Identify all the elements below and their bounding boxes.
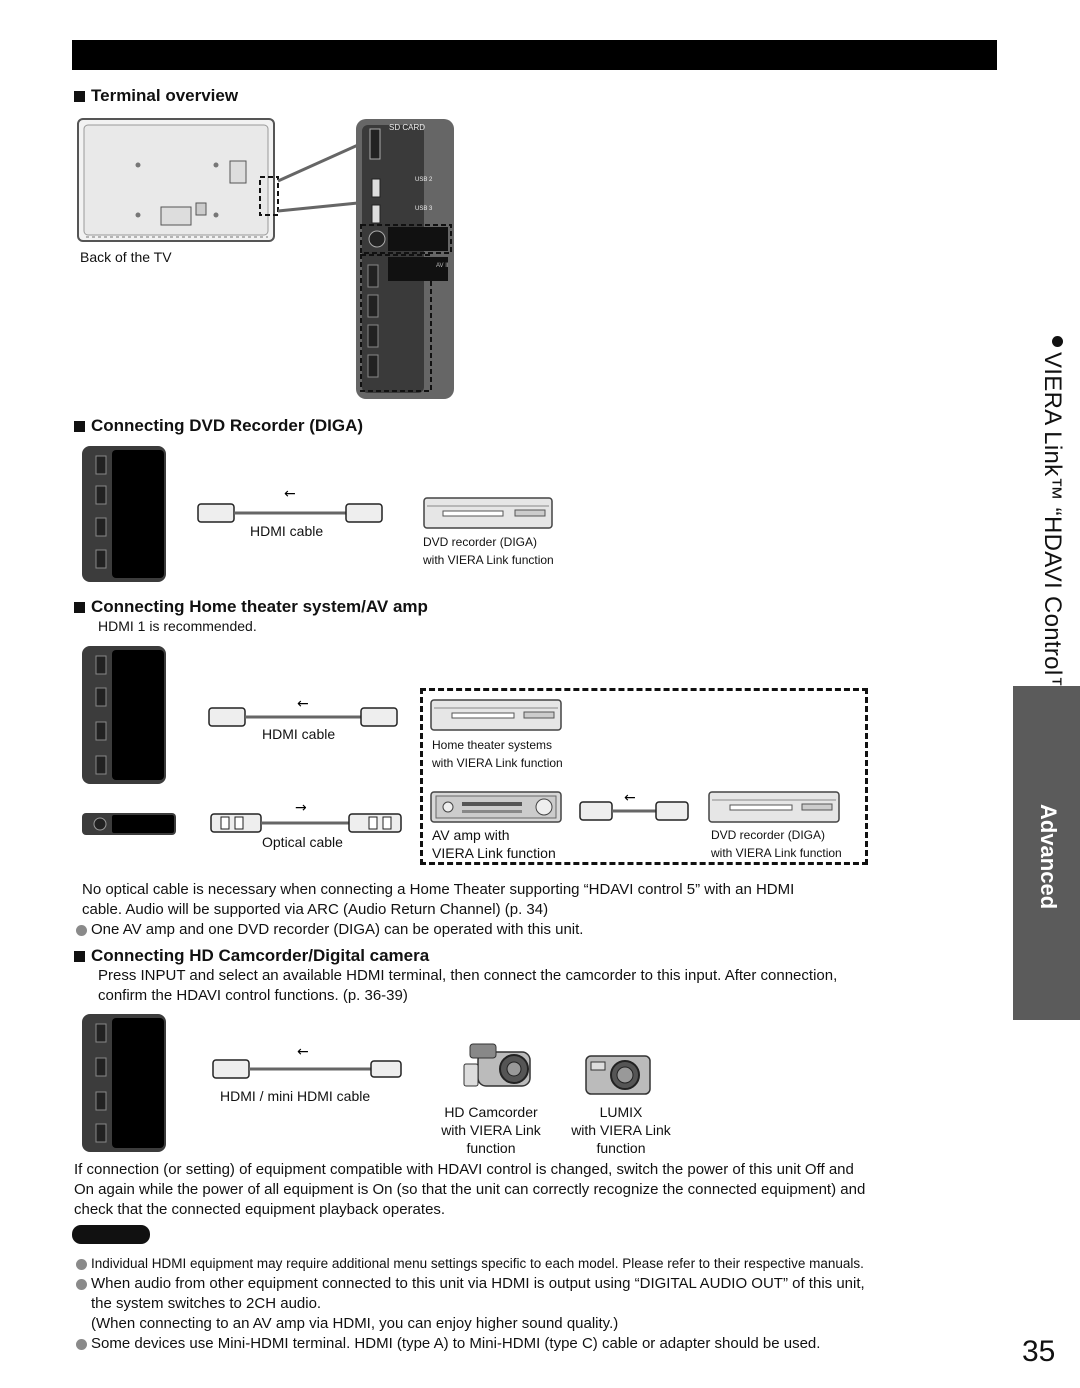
optical-cable: → [210,800,402,833]
section-title: Connecting HD Camcorder/Digital camera [91,946,430,965]
bullet-icon [76,1279,87,1290]
square-bullet-icon [74,601,85,613]
svg-text:→: → [295,800,307,816]
av-amp-limit-note: One AV amp and one DVD recorder (DIGA) c… [76,920,583,940]
note-item: Some devices use Mini-HDMI terminal. HDM… [76,1334,1001,1354]
hdmi-cable-home: ← [208,696,398,727]
caption-line: HD Camcorder [444,1104,538,1120]
optical-panel [82,813,176,835]
caption-line: function [466,1140,516,1156]
square-bullet-icon [74,90,85,102]
note-label-pill [72,1225,150,1244]
camcorder-icon [463,1043,531,1087]
usb2-label: USB 2 [415,177,433,183]
square-bullet-icon [74,420,85,432]
svg-text:←: ← [297,696,309,712]
caption-line: with VIERA Link [441,1122,541,1138]
desc-line: Press INPUT and select an available HDMI… [98,967,838,984]
optical-cable-label: Optical cable [262,834,343,850]
section-heading-dvd-recorder: Connecting DVD Recorder (DIGA) [74,416,363,436]
reconnect-paragraph: If connection (or setting) of equipment … [74,1160,1004,1220]
desc-line: confirm the HDAVI control functions. (p.… [98,987,408,1004]
sidebar-bullet-icon [1052,336,1063,347]
caption-line: DVD recorder (DIGA) [711,828,826,842]
hdmi-mini-cable-label: HDMI / mini HDMI cable [220,1088,371,1104]
dvd-recorder-caption: DVD recorder (DIGA) with VIERA Link func… [423,533,554,569]
section-title: Connecting DVD Recorder (DIGA) [91,416,364,435]
note-item: When audio from other equipment connecte… [76,1274,1001,1334]
page-number: 35 [1022,1335,1056,1368]
advanced-tab-label: Advanced [1036,804,1061,910]
home-theater-group-box [420,688,868,865]
paragraph-line: check that the connected equipment playb… [74,1201,446,1218]
av2-label: AV II [436,263,449,269]
optical-note: No optical cable is necessary when conne… [82,880,1002,920]
caption-line: Home theater systems [432,738,553,752]
section-heading-camcorder: Connecting HD Camcorder/Digital camera [74,946,429,966]
av-amp-caption: AV amp with VIERA Link function [432,826,556,862]
section-title: Connecting Home theater system/AV amp [91,597,428,616]
section-heading-home-theater: Connecting Home theater system/AV amp [74,597,428,617]
note-line: the system switches to 2CH audio. [91,1295,322,1312]
lumix-caption: LUMIX with VIERA Link function [562,1103,680,1157]
bullet-icon [76,925,87,936]
notes-list: Individual HDMI equipment may require ad… [76,1254,1001,1354]
hdmi-mini-cable: ← [212,1044,402,1079]
note-text: One AV amp and one DVD recorder (DIGA) c… [91,921,584,938]
section-heading-terminal-overview: Terminal overview [74,86,238,106]
caption-line: function [596,1140,646,1156]
header-bar [72,40,997,70]
caption-line: with VIERA Link function [423,553,554,567]
svg-text:←: ← [284,486,296,502]
note-item: Individual HDMI equipment may require ad… [76,1254,1001,1274]
svg-text:←: ← [297,1044,309,1060]
lumix-camera-icon [585,1055,651,1095]
caption-line: with VIERA Link [571,1122,671,1138]
dvd-recorder-icon-2 [708,791,840,823]
caption-line: VIERA Link function [432,845,556,861]
hdmi-cable-amp-dvd: ← [579,790,689,821]
note-line: No optical cable is necessary when conne… [82,881,795,898]
caption-line: with VIERA Link function [432,756,563,770]
note-line: When audio from other equipment connecte… [91,1275,865,1292]
sidebar-title: VIERA Link™ “HDAVI Control™” [1030,352,1070,708]
usb3-label: USB 3 [415,206,433,212]
hdmi-cable-label-home: HDMI cable [262,726,336,742]
caption-line: DVD recorder (DIGA) [423,535,538,549]
note-line: cable. Audio will be supported via ARC (… [82,901,549,918]
hdmi-panel-home [82,646,166,784]
camcorder-caption: HD Camcorder with VIERA Link function [432,1103,550,1157]
sidebar-title-text: VIERA Link™ “HDAVI Control™” [1039,352,1066,709]
av-amp-icon [430,791,562,823]
note-line: (When connecting to an AV amp via HDMI, … [91,1315,619,1332]
back-of-tv-caption: Back of the TV [80,249,172,265]
home-theater-system-icon [430,699,562,731]
advanced-tab: Advanced [1013,686,1080,1020]
note-text: Some devices use Mini-HDMI terminal. HDM… [91,1335,821,1352]
bullet-icon [76,1259,87,1270]
note-text: When audio from other equipment connecte… [91,1274,865,1334]
caption-line: LUMIX [599,1104,643,1120]
camcorder-description: Press INPUT and select an available HDMI… [98,966,998,1006]
section-title: Terminal overview [91,86,239,105]
hdmi-cable-label-dvd: HDMI cable [250,523,324,539]
hdmi-panel-dvd [82,446,166,582]
hdmi-panel-camcorder [82,1014,166,1152]
tv-back-illustration [77,118,454,399]
home-theater-caption: Home theater systems with VIERA Link fun… [432,736,563,772]
hdmi-cable-dvd: ← [197,486,383,523]
paragraph-line: On again while the power of all equipmen… [74,1181,866,1198]
square-bullet-icon [74,950,85,962]
caption-line: AV amp with [432,827,510,843]
sd-card-label: SD CARD [389,123,426,132]
paragraph-line: If connection (or setting) of equipment … [74,1161,854,1178]
dvd-recorder-caption-2: DVD recorder (DIGA) with VIERA Link func… [711,826,842,862]
bullet-icon [76,1339,87,1350]
hdmi1-recommended: HDMI 1 is recommended. [98,618,257,634]
dvd-recorder-icon [423,497,553,529]
note-text: Individual HDMI equipment may require ad… [91,1256,864,1271]
svg-text:←: ← [624,790,636,806]
caption-line: with VIERA Link function [711,846,842,860]
